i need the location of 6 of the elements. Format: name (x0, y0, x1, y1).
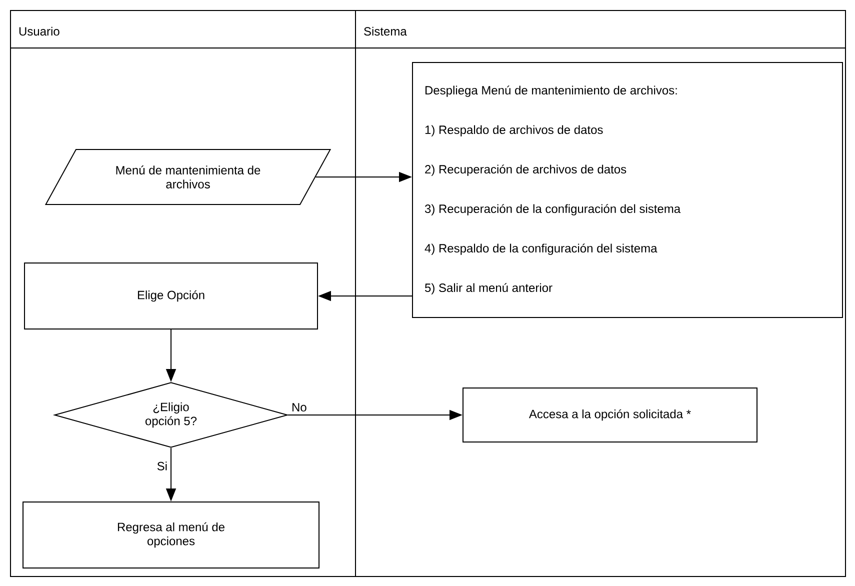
edge-label: No (292, 403, 306, 412)
process-box: Accesa a la opción solicitada * (462, 388, 758, 442)
process-box: Regresa al menú de opciones (22, 502, 320, 568)
edge-label: Si (157, 462, 167, 470)
menu-box: Despliega Menú de mantenimiento de archivos: 1) Respaldo de archivos de datos 2) Recuperación de archivos de datos 3) Recuperación de la configuración del sistema 4) Respaldo de la configuración del sistema 5) Salir al menú anterior (412, 62, 843, 318)
process-box: Elige Opción (24, 262, 318, 330)
